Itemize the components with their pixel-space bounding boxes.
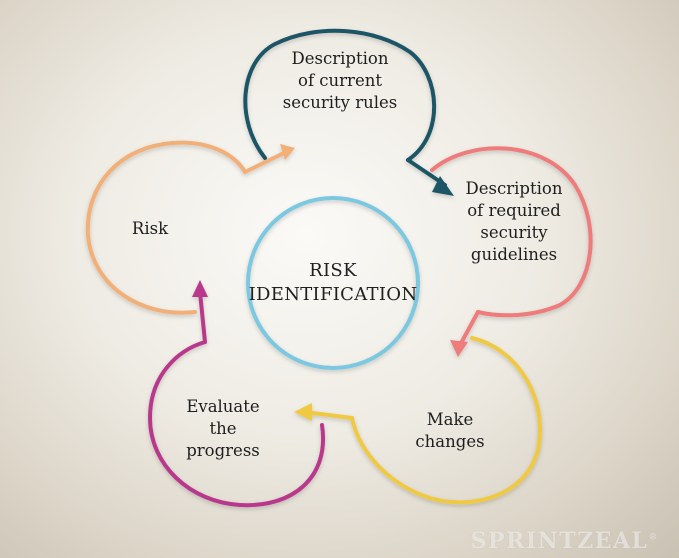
center-title: RISK IDENTIFICATION	[248, 260, 418, 305]
step-description-required-label: Description of required security guideli…	[465, 179, 563, 264]
step-evaluate-progress-arrowhead	[192, 280, 208, 297]
center-circle	[246, 196, 420, 370]
step-description-required-loop	[430, 146, 593, 357]
step-risk-arrowhead	[280, 144, 295, 160]
step-make-changes-arrowhead	[294, 403, 312, 421]
step-make-changes-label: Make changes	[415, 410, 485, 451]
step-risk-loop	[85, 140, 295, 315]
sprintzeal-watermark-logo: SPRINTZEAL®	[470, 528, 659, 554]
step-description-current-arrowhead	[432, 176, 454, 196]
step-risk-label: Risk	[131, 219, 169, 238]
step-evaluate-progress-label: Evaluate the progress	[186, 397, 260, 460]
step-description-current-loop	[243, 28, 454, 196]
step-evaluate-progress-loop	[147, 280, 326, 508]
step-make-changes-loop	[294, 336, 542, 505]
step-description-current-label: Description of current security rules	[282, 49, 398, 112]
step-description-required-arrowhead	[450, 340, 468, 357]
